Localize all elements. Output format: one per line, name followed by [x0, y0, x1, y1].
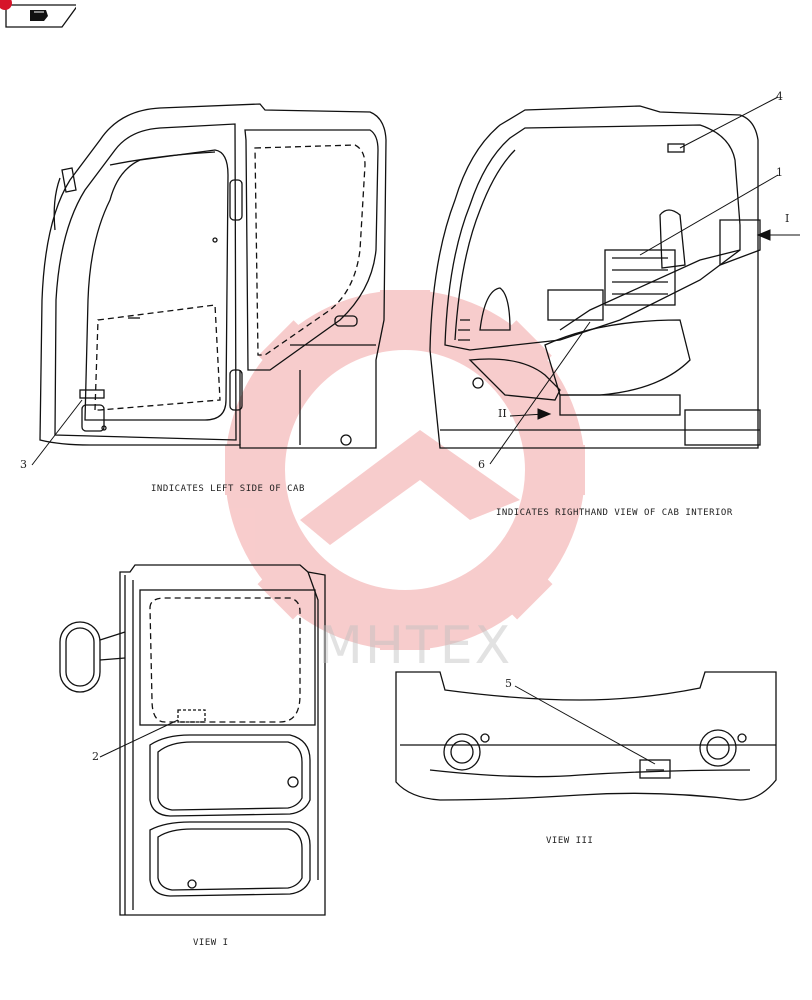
caption-view-3: VIEW III	[546, 836, 594, 846]
cab-left-side	[39, 103, 387, 449]
view-arrow-I: I	[785, 212, 790, 225]
callout-2[interactable]: 2	[92, 750, 99, 763]
manual-book-icon	[5, 4, 80, 28]
manual-nav-button[interactable]	[4, 3, 80, 29]
view-3-drawing	[395, 671, 777, 801]
watermark-text: MHTEX	[318, 616, 513, 676]
caption-right-view: INDICATES RIGHTHAND VIEW OF CAB INTERIOR	[496, 508, 733, 518]
watermark-gear	[225, 290, 585, 650]
callout-5[interactable]: 5	[505, 677, 512, 690]
view-1-drawing	[59, 564, 326, 916]
cab-right-interior	[429, 105, 761, 449]
leader-lines	[31, 96, 800, 765]
callout-4[interactable]: 4	[776, 90, 783, 103]
caption-view-1: VIEW I	[193, 938, 229, 948]
header-badge	[0, 0, 12, 10]
callout-1[interactable]: 1	[776, 166, 783, 179]
callout-6[interactable]: 6	[478, 458, 485, 471]
view-arrow-II: II	[498, 407, 507, 420]
caption-left-side: INDICATES LEFT SIDE OF CAB	[151, 484, 305, 494]
callout-3[interactable]: 3	[20, 458, 27, 471]
